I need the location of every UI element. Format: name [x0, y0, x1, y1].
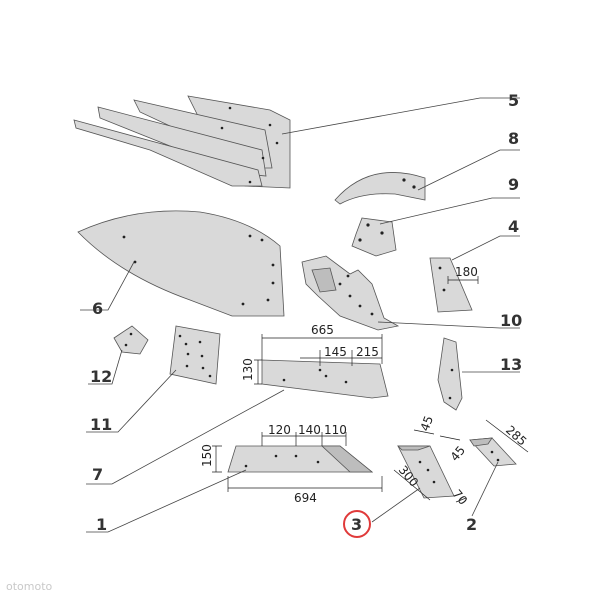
part-13-wing [437, 337, 463, 411]
callout-12: 12 [90, 367, 112, 386]
dim-140: 140 [298, 423, 321, 437]
dimension-lines [212, 276, 529, 503]
part-5-slatted-mouldboard [73, 95, 291, 189]
watermark: otomoto [6, 580, 53, 593]
dim-130: 130 [241, 358, 255, 381]
callout-5: 5 [508, 91, 519, 110]
callout-7: 7 [92, 465, 103, 484]
dim-70: 70 [450, 487, 471, 508]
part-6-mouldboard-plate [77, 210, 285, 317]
callout-10: 10 [500, 311, 522, 330]
part-9-bracket [351, 217, 397, 257]
dim-285: 285 [503, 423, 529, 449]
callout-9: 9 [508, 175, 519, 194]
dim-110: 110 [324, 423, 347, 437]
part-2-point [469, 437, 517, 467]
dim-120: 120 [268, 423, 291, 437]
part-10-frog [301, 255, 400, 331]
dim-694: 694 [294, 491, 317, 505]
dim-180: 180 [455, 265, 478, 279]
callout-4: 4 [508, 217, 519, 236]
callout-8: 8 [508, 129, 519, 148]
callout-11: 11 [90, 415, 112, 434]
callout-13: 13 [500, 355, 522, 374]
callout-6: 6 [92, 299, 103, 318]
dim-665: 665 [311, 323, 334, 337]
part-4-small-plate [429, 257, 473, 313]
dim-145: 145 [324, 345, 347, 359]
callout-1: 1 [96, 515, 107, 534]
part-12-small-bracket [113, 325, 149, 355]
part-1-share [227, 445, 374, 473]
callout-2: 2 [466, 515, 477, 534]
part-8-curved-strip [334, 172, 426, 205]
dim-215: 215 [356, 345, 379, 359]
leader-lines [80, 97, 520, 533]
dim-45-top: 45 [418, 414, 436, 433]
dim-150: 150 [200, 444, 214, 467]
part-11-hole-plate [169, 325, 221, 385]
part-7-landside [261, 359, 389, 399]
callout-3: 3 [351, 515, 362, 534]
callout-3-highlight-ring [343, 510, 371, 538]
dim-45-right: 45 [448, 443, 469, 464]
part-3-point [397, 445, 455, 499]
